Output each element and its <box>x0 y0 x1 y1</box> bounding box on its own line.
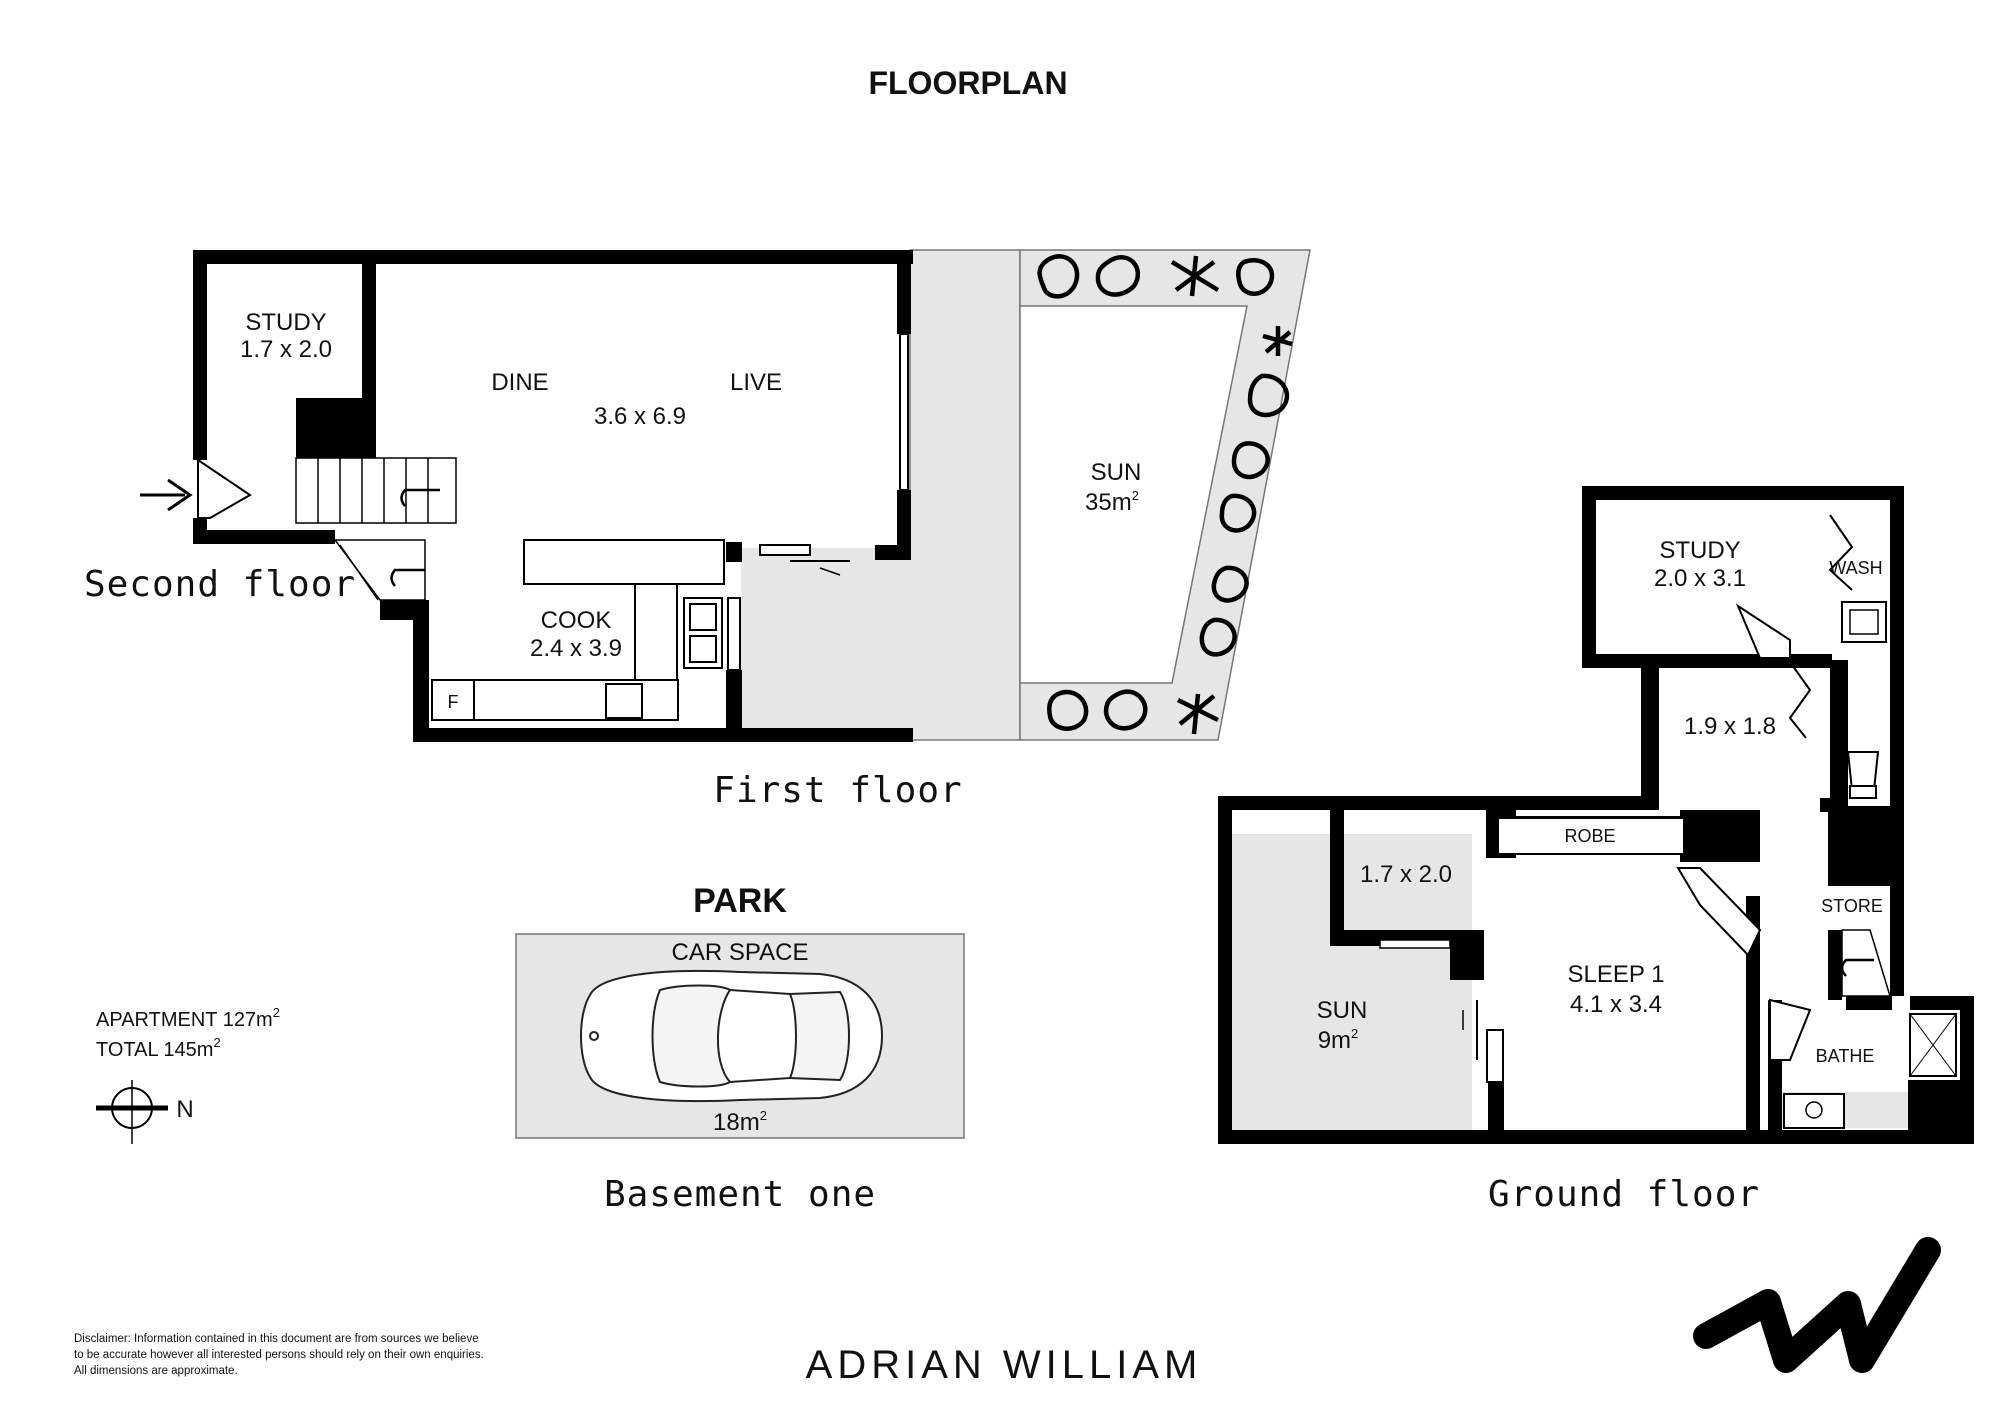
ground-floor-label: Ground floor <box>1488 1174 1760 1215</box>
disclaimer-line-2: to be accurate however all interested pe… <box>74 1349 484 1361</box>
entry-balcony-area <box>741 548 911 738</box>
park-title: PARK <box>693 882 787 920</box>
dine-label: DINE <box>491 369 548 396</box>
robe-cabinet <box>1497 817 1685 855</box>
ground-floor-walls <box>1218 486 1974 1144</box>
basement-one-label: Basement one <box>604 1174 876 1215</box>
first-floor-label: First floor <box>713 770 962 811</box>
basement-plan: PARK CAR SPACE 18m2 Basement one <box>515 882 965 1215</box>
disclaimer-line-3: All dimensions are approximate. <box>74 1365 238 1377</box>
study-label: STUDY <box>245 309 326 336</box>
sleep-label: SLEEP 1 <box>1568 961 1665 988</box>
robe-label: ROBE <box>1564 826 1615 846</box>
sun-terrace-inner <box>1019 305 1248 684</box>
store-label: STORE <box>1821 896 1883 916</box>
cook-label: COOK <box>541 607 612 634</box>
live-label: LIVE <box>730 369 782 396</box>
bathe-label: BATHE <box>1816 1046 1875 1066</box>
fridge-label: F <box>448 692 459 712</box>
second-floor-label: Second floor <box>84 564 356 605</box>
compass-icon <box>96 1080 168 1144</box>
brand-logo-icon <box>1693 1237 1941 1373</box>
cook-dims: 2.4 x 3.9 <box>530 635 622 662</box>
compass-north-label: N <box>176 1096 193 1123</box>
nook-dims: 1.7 x 2.0 <box>1360 861 1452 888</box>
brand-name: ADRIAN WILLIAM <box>806 1343 1203 1387</box>
sun-label: SUN <box>1091 459 1142 486</box>
sleep-dims: 4.1 x 3.4 <box>1570 991 1662 1018</box>
stairs <box>295 457 457 601</box>
car-icon <box>580 969 884 1103</box>
gf-sun-label: SUN <box>1317 997 1368 1024</box>
dine-live-dims: 3.6 x 6.9 <box>594 403 686 430</box>
car-space-label: CAR SPACE <box>672 939 809 966</box>
wash-label: WASH <box>1829 558 1882 578</box>
ground-sun-area <box>1232 834 1472 1144</box>
study-dims: 1.7 x 2.0 <box>240 336 332 363</box>
car-space-area-label: 18m2 <box>713 1108 767 1136</box>
first-floor-plan: STUDY 1.7 x 2.0 DINE LIVE 3.6 x 6.9 COOK… <box>84 249 1311 811</box>
gf-sun-area: 9m2 <box>1318 1026 1359 1054</box>
disclaimer-line-1: Disclaimer: Information contained in thi… <box>74 1333 479 1345</box>
apartment-area: APARTMENT 127m2 <box>96 1005 280 1031</box>
gf-study-dims: 2.0 x 3.1 <box>1654 565 1746 592</box>
gf-study-label: STUDY <box>1659 537 1740 564</box>
balcony-area <box>909 249 1021 741</box>
total-area: TOTAL 145m2 <box>96 1035 221 1061</box>
kitchen-benches <box>431 539 725 721</box>
sun-area: 35m2 <box>1085 488 1139 516</box>
ground-floor-plan: STUDY 2.0 x 3.1 WASH 1.9 x 1.8 ROBE 1.7 … <box>1218 486 1974 1215</box>
first-floor-walls <box>193 250 913 742</box>
plant-decorations <box>1037 254 1293 735</box>
hall-dims: 1.9 x 1.8 <box>1684 713 1776 740</box>
page-title: FLOORPLAN <box>868 65 1067 101</box>
